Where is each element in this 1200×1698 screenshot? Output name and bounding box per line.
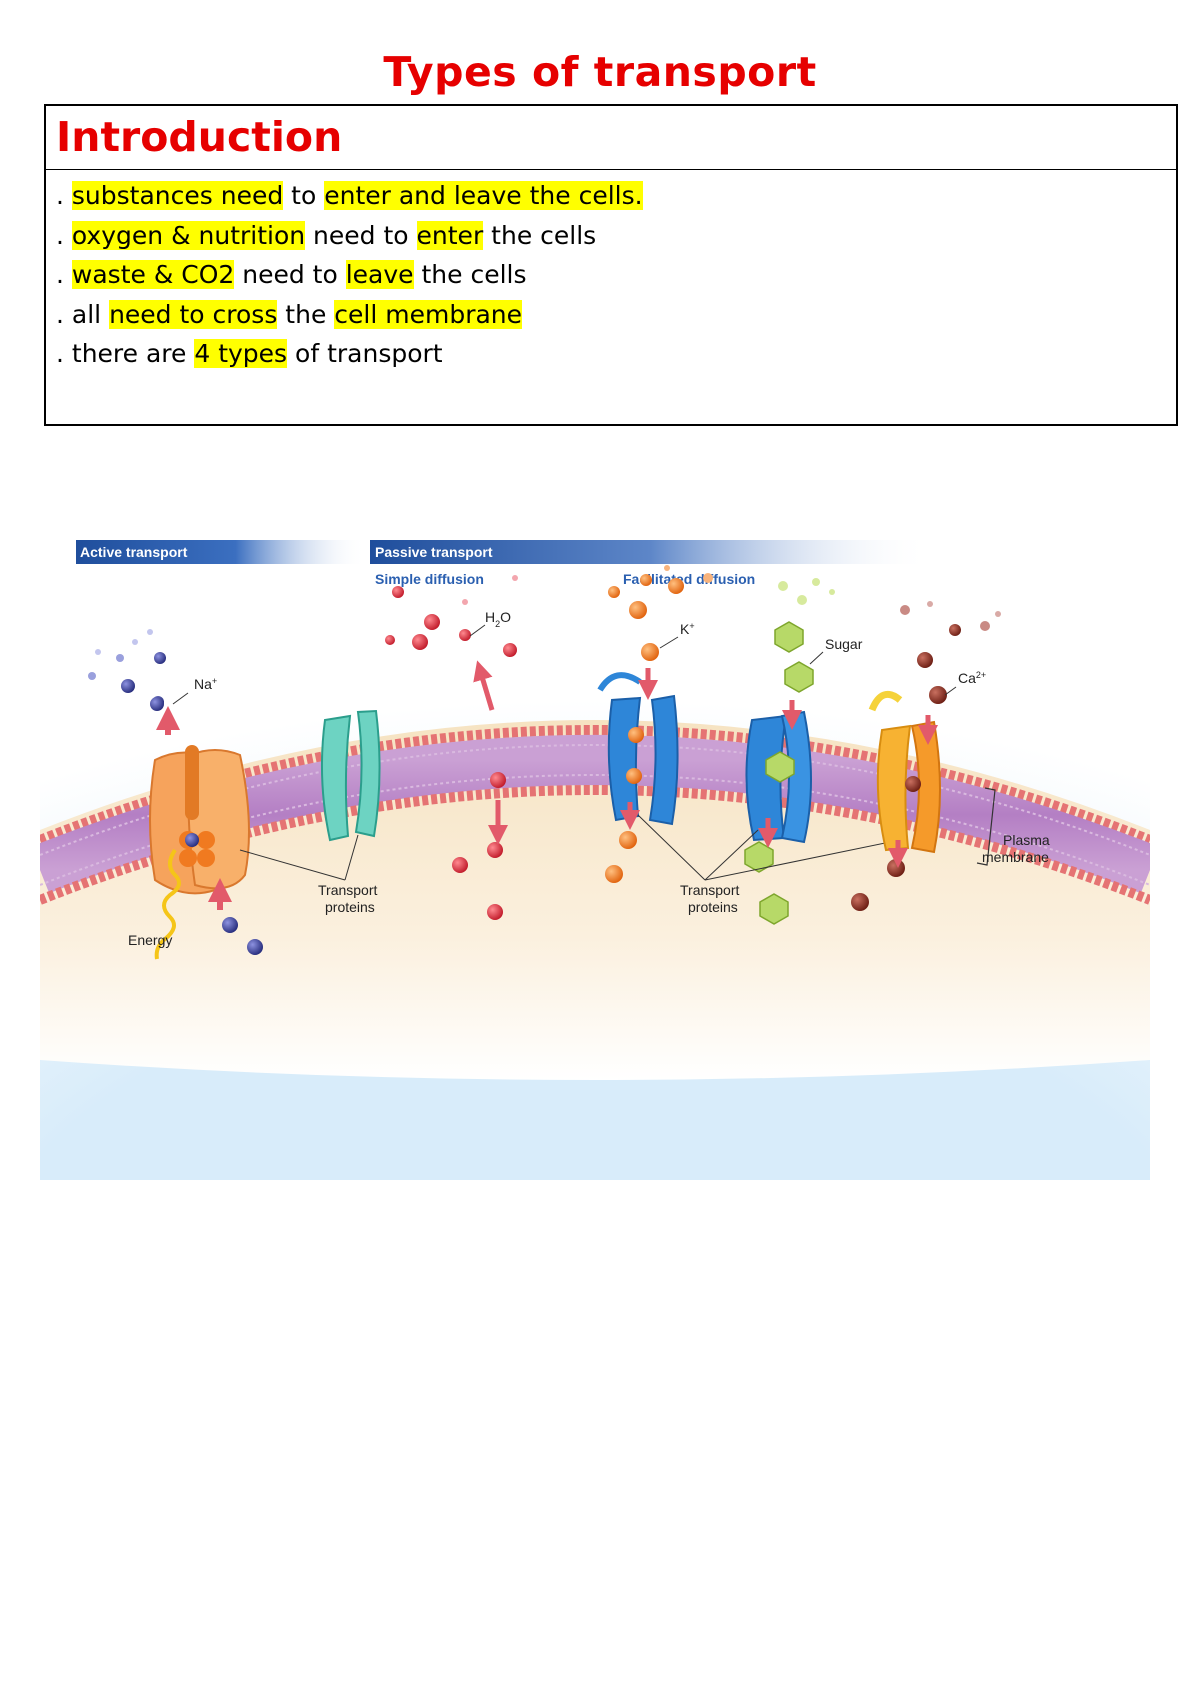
transport-proteins-label-1a: Transport [318,882,378,898]
water-molecules [385,575,518,920]
line-text: need to [234,260,346,289]
simple-diffusion-label: Simple diffusion [375,571,484,587]
line-text: the cells [483,220,597,250]
highlighted-text: oxygen & nutrition [71,220,306,250]
potassium-ions [605,565,713,883]
water-label-line [469,624,486,637]
tp-leader-2a [637,814,706,881]
highlighted-text: cell membrane [334,299,523,329]
sodium-label: Na+ [194,676,217,692]
highlighted-text: substances need [71,181,284,210]
highlighted-text: need to cross [109,299,278,329]
transport-proteins-label-1b: proteins [325,899,375,915]
highlighted-text: waste & CO2 [71,260,235,289]
line-text: need to [305,220,417,250]
sodium-ions [88,629,263,955]
plasma-membrane-label-b: membrane [982,849,1049,865]
tp-leader-2c [704,839,901,881]
transport-proteins-label-2a: Transport [680,882,740,898]
highlighted-text: 4 types [194,339,288,368]
plasma-membrane-label-a: Plasma [1003,832,1050,848]
introduction-heading: Introduction [46,106,1176,170]
line-text: . [56,260,72,289]
energy-squiggle [154,848,181,960]
sugar-molecules [744,578,835,925]
calcium-carrier [868,690,941,854]
water-label: H2O [485,609,511,629]
sugar-label-line [809,651,824,665]
facilitated-diffusion-label: Facilitated diffusion [623,571,755,587]
intro-line-4: . all need to cross the cell membrane [56,295,1176,335]
intro-line-1: . substances need to enter and leave the… [56,176,1176,216]
tp-leader-2b [704,829,759,881]
passive-transport-header-bar [370,540,930,564]
active-transport-header-bar [76,540,366,564]
highlighted-text: enter [416,220,484,250]
line-text: the cells [413,260,527,289]
passive-transport-header: Passive transport [375,544,493,560]
potassium-label: K+ [680,621,695,637]
intro-line-2: . oxygen & nutrition need to enter the c… [56,216,1176,256]
transport-proteins-label-2b: proteins [688,899,738,915]
calcium-label-line [944,686,957,696]
sugar-carrier [745,710,812,844]
channel-protein-teal [320,709,381,842]
tp-leader-1b [239,849,346,881]
highlighted-text: leave [345,260,414,289]
membrane-transport-figure: Active transport Passive transport Simpl… [40,540,1150,1180]
line-text: of transport [287,339,443,368]
line-text: to [283,181,325,210]
energy-label: Energy [128,932,172,948]
plasma-membrane-bracket [976,787,996,866]
introduction-box: Introduction . substances need to enter … [44,104,1178,426]
line-text: . [56,220,72,250]
potassium-label-line [659,636,679,649]
line-text: . all [56,299,110,329]
active-transport-header: Active transport [80,544,188,560]
intro-line-5: . there are 4 types of transport [56,334,1176,374]
highlighted-text: enter and leave the cells. [324,181,643,210]
sodium-pump [149,745,250,895]
line-text: . there are [56,339,195,368]
calcium-label: Ca2+ [958,670,986,686]
line-text: the [277,299,335,329]
tp-leader-1a [344,834,359,881]
sodium-label-line [172,692,189,705]
page-title: Types of transport [383,48,817,96]
intro-line-3: . waste & CO2 need to leave the cells [56,255,1176,295]
water-out-arrow [473,660,495,711]
line-text: . [56,181,72,210]
introduction-body: . substances need to enter and leave the… [46,170,1176,374]
sugar-label: Sugar [825,636,863,652]
